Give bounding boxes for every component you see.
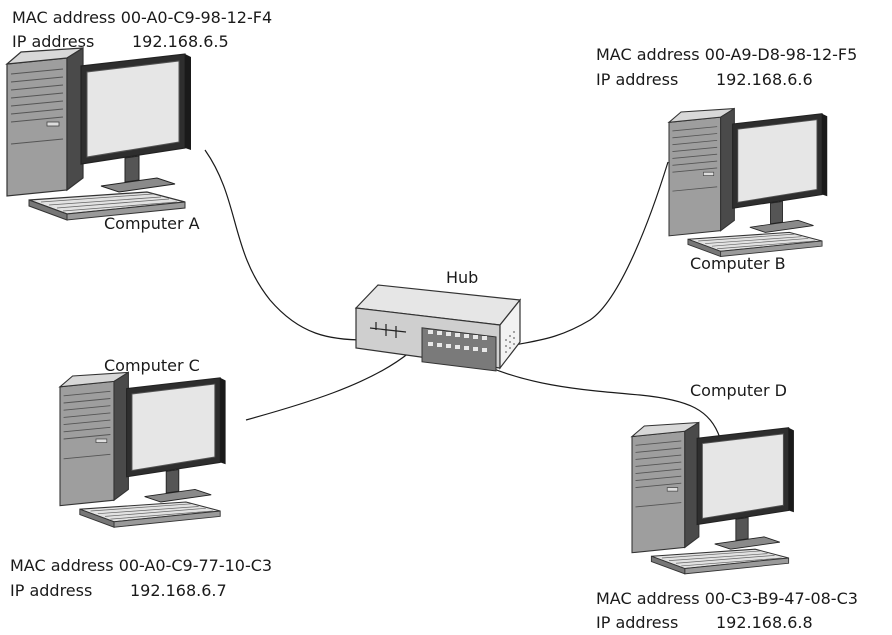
cable-d-hub: [469, 357, 721, 439]
mac-value: 00-C3-B9-47-08-C3: [704, 589, 858, 608]
mac-label: MAC address: [12, 8, 116, 27]
computer-b-name: Computer B: [690, 254, 786, 273]
computer-a-name: Computer A: [104, 214, 200, 233]
computer-a-icon: [6, 47, 192, 221]
mac-value: 00-A0-C9-98-12-F4: [120, 8, 273, 27]
mac-value: 00-A9-D8-98-12-F5: [704, 45, 858, 64]
ip-label: IP address: [10, 581, 93, 600]
computer-b-icon: [668, 108, 828, 257]
computer-d-mac: MAC address 00-C3-B9-47-08-C3: [596, 589, 858, 609]
ip-label: IP address: [12, 32, 95, 51]
ip-value: 192.168.6.8: [716, 613, 813, 632]
computer-d-ip: IP address 192.168.6.8: [596, 613, 836, 633]
computer-d-name: Computer D: [690, 381, 787, 400]
mac-label: MAC address: [10, 556, 114, 575]
cable-b-hub: [514, 161, 669, 346]
computer-c-ip: IP address 192.168.6.7: [10, 581, 250, 601]
ip-label: IP address: [596, 613, 679, 632]
computer-a-ip: IP address 192.168.6.5: [12, 32, 252, 52]
hub-label: Hub: [446, 268, 479, 287]
cable-a-hub: [204, 149, 366, 341]
computer-b-mac: MAC address 00-A9-D8-98-12-F5: [596, 45, 857, 65]
ip-value: 192.168.6.7: [130, 581, 227, 600]
cable-c-hub: [245, 351, 411, 421]
computer-c-mac: MAC address 00-A0-C9-77-10-C3: [10, 556, 272, 576]
mac-value: 00-A0-C9-77-10-C3: [118, 556, 273, 575]
computer-b-ip: IP address 192.168.6.6: [596, 70, 836, 90]
computer-c-icon: [59, 371, 227, 528]
ip-value: 192.168.6.5: [132, 32, 229, 51]
mac-label: MAC address: [596, 45, 700, 64]
computer-c-name: Computer C: [104, 356, 200, 375]
hub-icon: [354, 284, 522, 372]
ip-value: 192.168.6.6: [716, 70, 813, 89]
computer-d-icon: [631, 421, 795, 575]
ip-label: IP address: [596, 70, 679, 89]
computer-a-mac: MAC address 00-A0-C9-98-12-F4: [12, 8, 272, 28]
mac-label: MAC address: [596, 589, 700, 608]
